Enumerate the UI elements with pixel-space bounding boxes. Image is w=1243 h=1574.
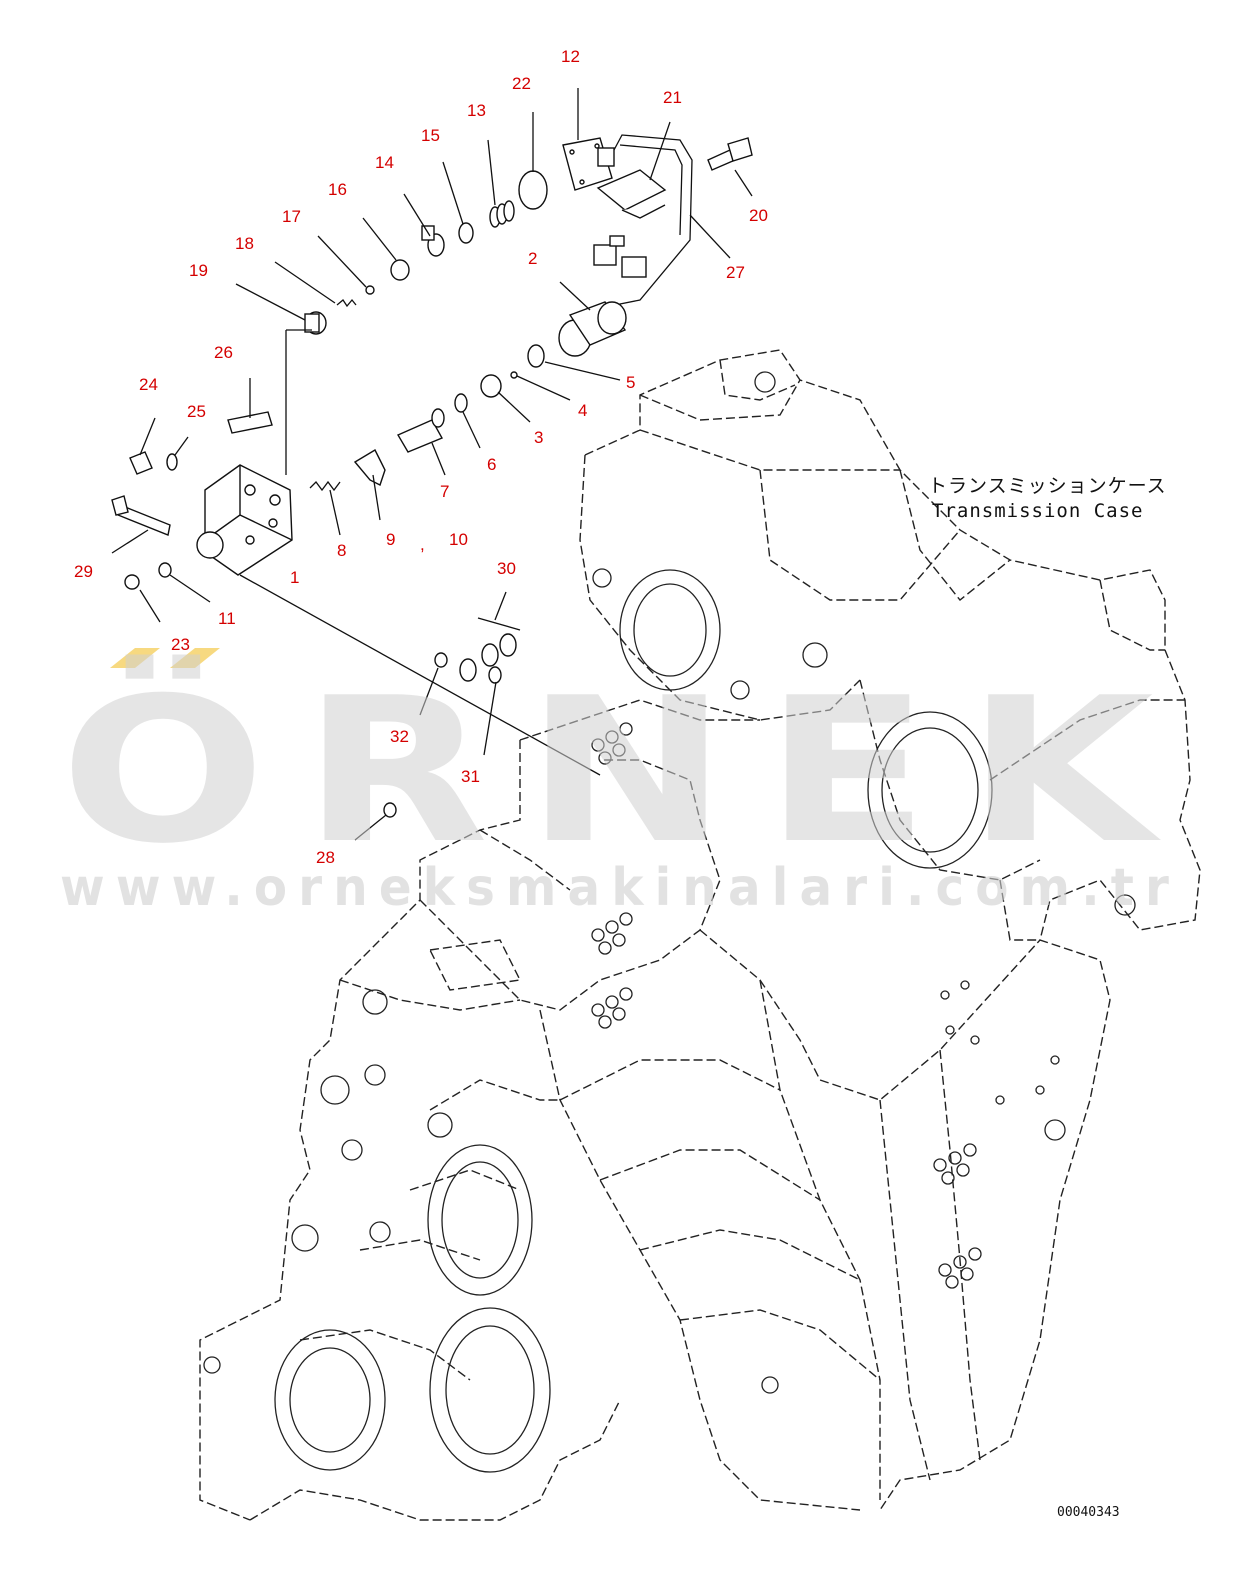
callout-21[interactable]: 21 [663,88,682,107]
callout-7[interactable]: 7 [440,482,449,501]
callout-30[interactable]: 30 [497,559,516,578]
callout-8[interactable]: 8 [337,541,346,560]
callout-16[interactable]: 16 [328,180,347,199]
callout-15[interactable]: 15 [421,126,440,145]
leader-lines [111,88,753,841]
callout-4[interactable]: 4 [578,401,587,420]
callout-19[interactable]: 19 [189,261,208,280]
callout-20[interactable]: 20 [749,206,768,225]
callout-24[interactable]: 24 [139,375,158,394]
callout-25[interactable]: 25 [187,402,206,421]
transmission-case-drawing [199,349,1201,1521]
drawing-number: 00040343 [1057,1505,1120,1520]
callout-13[interactable]: 13 [467,101,486,120]
callout-14[interactable]: 14 [375,153,394,172]
exploded-parts [111,134,753,818]
callout-9[interactable]: 9 [386,530,395,549]
watermark: ÖRNEK www.orneksmakinalari.com.tr [60,648,1190,918]
callout-27[interactable]: 27 [726,263,745,282]
watermark-brand: ÖRNEK [60,654,1190,888]
callout-1[interactable]: 1 [290,568,299,587]
callout-3[interactable]: 3 [534,428,543,447]
callout-10[interactable]: 10 [449,530,468,549]
watermark-accent-right [170,648,220,668]
callout-2[interactable]: 2 [528,249,537,268]
callout-26[interactable]: 26 [214,343,233,362]
case-label-japanese: トランスミッションケース [928,475,1167,497]
callout-5[interactable]: 5 [626,373,635,392]
callout-29[interactable]: 29 [74,562,93,581]
callout-comma: , [420,535,425,554]
port-cluster [591,722,1066,1289]
callout-18[interactable]: 18 [235,234,254,253]
callout-11[interactable]: 11 [218,609,236,628]
callout-12[interactable]: 12 [561,47,580,66]
watermark-accent-left [110,648,160,668]
callout-6[interactable]: 6 [487,455,496,474]
watermark-url: www.orneksmakinalari.com.tr [60,858,1180,918]
callout-28[interactable]: 28 [316,848,335,867]
case-label-english: Transmission Case [932,500,1143,522]
callout-23[interactable]: 23 [171,635,190,654]
callout-32[interactable]: 32 [390,727,409,746]
callout-31[interactable]: 31 [461,767,480,786]
callout-22[interactable]: 22 [512,74,531,93]
callout-numbers: 1 2 3 4 5 6 7 8 9 , 10 11 12 13 14 15 16… [74,47,768,867]
callout-17[interactable]: 17 [282,207,301,226]
